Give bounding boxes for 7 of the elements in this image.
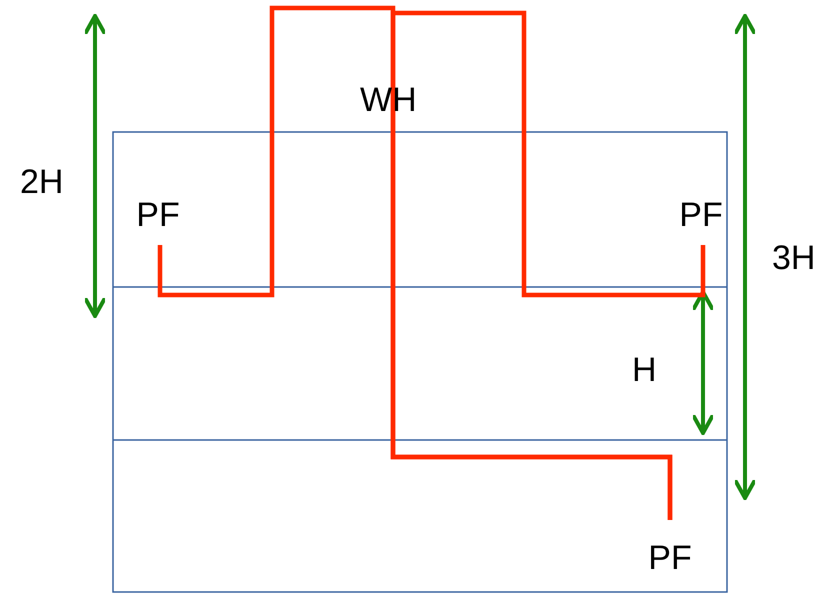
pipe-end-label: PF <box>673 195 729 245</box>
pipe-end-label: PF <box>640 520 700 578</box>
pipe-line <box>390 10 706 520</box>
dimension-label: 2H <box>20 162 64 202</box>
dimension-label: 3H <box>772 238 816 278</box>
pipe-end-label: PF <box>130 195 186 245</box>
dimension-label: H <box>632 350 657 390</box>
